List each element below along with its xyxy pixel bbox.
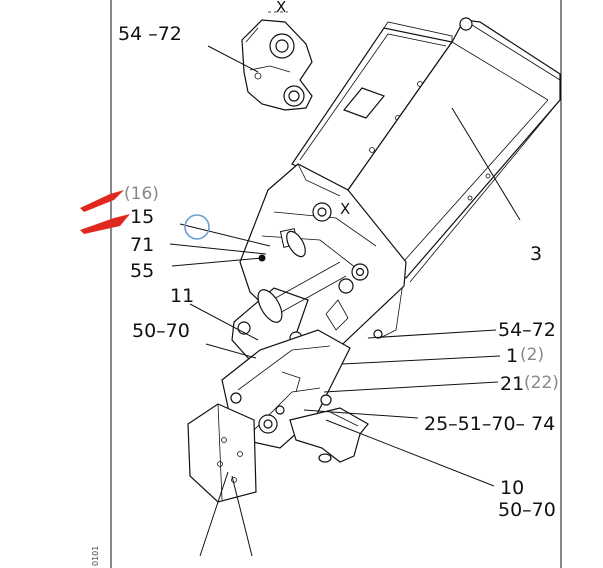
red-arrow-icon [80, 190, 124, 212]
label-50-70-left: 50–70 [132, 320, 190, 342]
label-1: 1 [506, 345, 518, 367]
detail-roller-bracket [241, 11, 313, 111]
label-3: 3 [530, 243, 542, 265]
label-15: 15 [130, 206, 154, 228]
leader-lines [169, 45, 521, 557]
detail-mounting-plate [187, 403, 257, 503]
arrow-markers [80, 190, 130, 234]
label-71: 71 [130, 234, 154, 256]
label-21: 21 [500, 373, 524, 395]
label-10: 10 [500, 477, 524, 499]
label-22: (22) [524, 373, 559, 393]
x-mark-mid: X [340, 200, 350, 218]
cursor-circle-icon [184, 214, 210, 240]
label-54-72-top: 54 –72 [118, 23, 182, 45]
red-arrow-icon [80, 214, 130, 234]
label-54-72-right: 54–72 [498, 319, 556, 341]
label-11: 11 [170, 285, 194, 307]
detail-main-housing [347, 17, 561, 339]
machine-drawing [187, 11, 561, 503]
label-50-70-bottom: 50–70 [498, 499, 556, 521]
x-mark-top: X [276, 0, 286, 16]
side-code: 0101 [91, 546, 100, 566]
label-2: (2) [520, 345, 544, 365]
label-25-51-70-74: 25–51–70– 74 [424, 413, 555, 435]
label-55: 55 [130, 260, 154, 282]
label-16: (16) [124, 184, 159, 204]
